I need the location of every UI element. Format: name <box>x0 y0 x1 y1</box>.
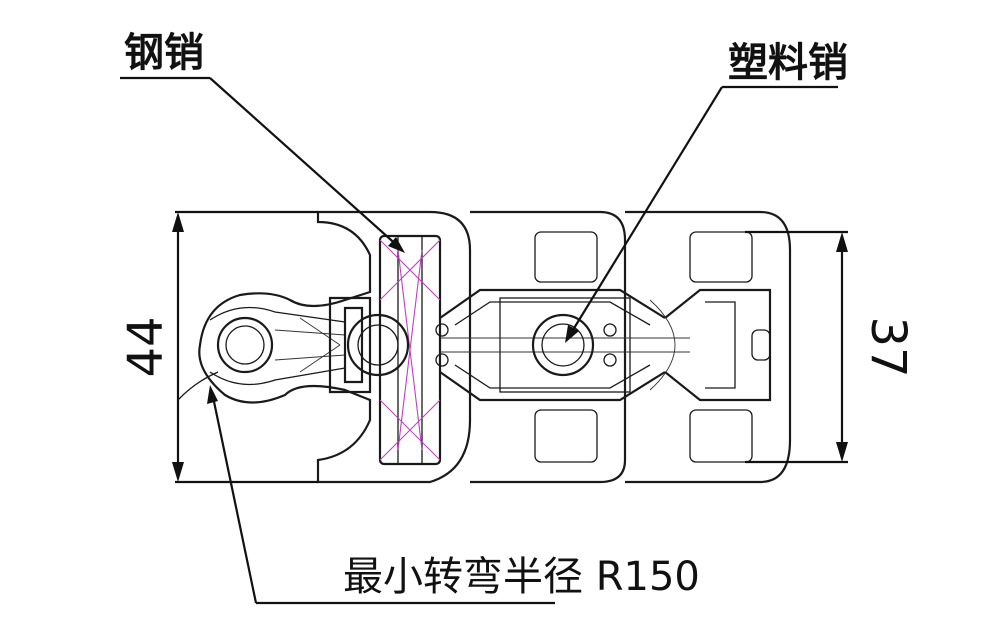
left-roller <box>346 313 410 377</box>
right-link-outline <box>625 210 792 484</box>
middle-center-bar <box>440 337 690 353</box>
left-roller-inner <box>357 324 399 366</box>
right-frame-inner <box>705 301 736 389</box>
left-eye-inner <box>225 325 265 365</box>
bend-radius-leader <box>177 371 555 605</box>
plastic-pin-outer <box>531 313 595 377</box>
middle-small-hole-r-top <box>603 323 617 337</box>
bend-radius-label: 最小转弯半径 R150 <box>343 554 700 600</box>
plastic-pin-leader <box>565 85 838 343</box>
dimension-37-text: 37 <box>860 316 916 377</box>
left-head-contour <box>209 306 346 386</box>
plastic-pin-inner <box>541 323 585 367</box>
dimension-44-text: 44 <box>118 316 174 377</box>
right-frame <box>664 288 772 402</box>
steel-pin-block <box>378 234 442 466</box>
chain-drawing <box>198 210 792 484</box>
middle-small-hole-bottom <box>435 353 449 367</box>
steel-pin-leader <box>120 76 405 253</box>
middle-frame <box>439 288 666 402</box>
middle-link-outline <box>470 210 627 484</box>
plastic-pin-label: 塑料销 <box>728 40 848 86</box>
middle-top-pad <box>534 231 598 283</box>
right-curve <box>649 299 676 391</box>
dimension-overall-height <box>172 210 318 484</box>
right-slot <box>751 329 771 361</box>
left-link-outline <box>198 210 472 484</box>
left-eye-outer <box>216 316 274 374</box>
middle-small-hole-top <box>435 323 449 337</box>
middle-small-hole-r-bottom <box>603 353 617 367</box>
dimension-inner-height <box>745 230 848 464</box>
left-frame <box>328 296 372 394</box>
left-head-ribs <box>274 317 346 373</box>
middle-frame-inner <box>454 301 651 389</box>
steel-pin-label: 钢销 <box>124 30 204 76</box>
middle-window <box>499 297 631 393</box>
middle-bottom-pad <box>534 409 598 463</box>
right-bottom-pad <box>689 409 753 463</box>
right-top-pad <box>689 231 753 283</box>
